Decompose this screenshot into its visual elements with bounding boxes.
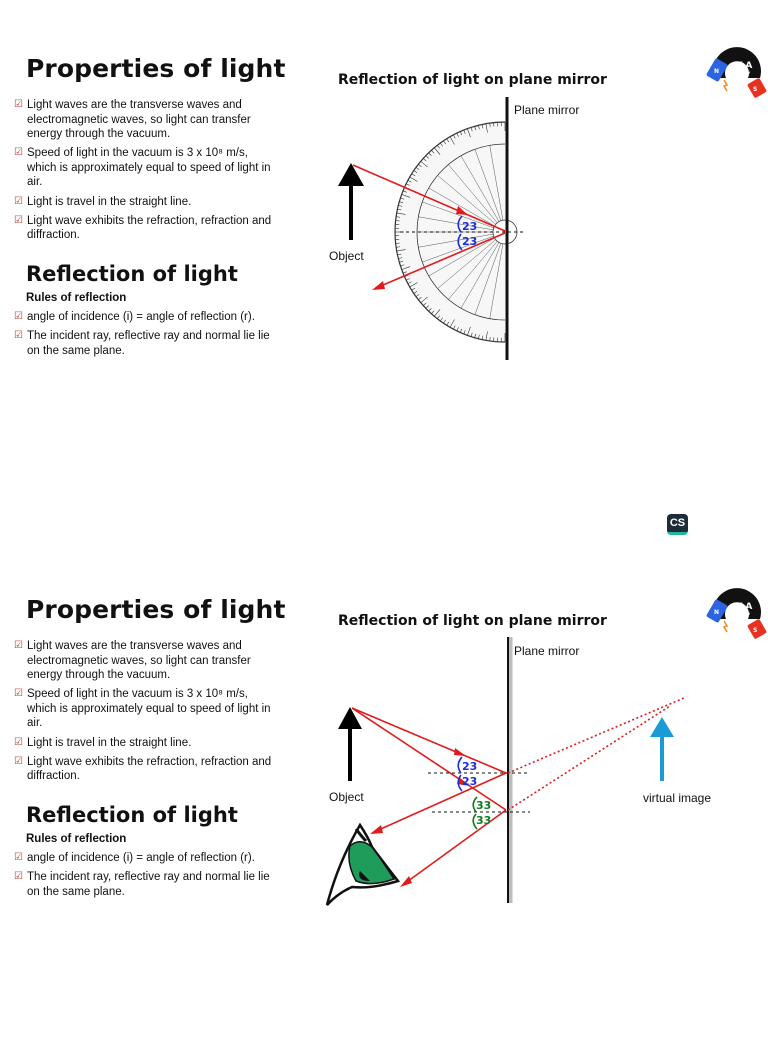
list-item: ☑Light wave exhibits the refraction, ref… bbox=[14, 755, 276, 784]
svg-text:S: S bbox=[753, 627, 757, 634]
checkbox-bullet-icon: ☑ bbox=[14, 755, 23, 770]
page-title: Properties of light bbox=[26, 595, 286, 624]
checkbox-bullet-icon: ☑ bbox=[14, 870, 23, 885]
checkbox-bullet-icon: ☑ bbox=[14, 639, 23, 654]
angle-reflection-label: 23 bbox=[462, 235, 477, 248]
list-item: ☑Light is travel in the straight line. bbox=[14, 195, 276, 210]
angle-incidence-label: 23 bbox=[462, 220, 477, 233]
ray-arrowhead bbox=[370, 825, 383, 834]
reflection-diagram: 23 23 33 33 bbox=[300, 631, 710, 911]
svg-text:PLA: PLA bbox=[733, 602, 752, 612]
magnet-logo-icon: PLA ACADEMY N S bbox=[706, 579, 768, 641]
ray-arrowhead bbox=[400, 876, 412, 887]
incident-ray-1 bbox=[352, 708, 506, 773]
page-title: Properties of light bbox=[26, 54, 286, 83]
ray-arrowhead bbox=[372, 281, 385, 290]
list-item: ☑Speed of light in the vacuum is 3 x 10⁸… bbox=[14, 687, 276, 731]
rules-list: ☑angle of incidence (i) = angle of refle… bbox=[14, 851, 276, 904]
reflection-diagram: 23 23 bbox=[300, 90, 560, 365]
list-item: ☑Speed of light in the vacuum is 3 x 10⁸… bbox=[14, 146, 276, 190]
section-title: Reflection of light bbox=[26, 262, 238, 286]
magnet-logo-icon: PLA ACADEMY N S bbox=[706, 38, 768, 100]
checkbox-bullet-icon: ☑ bbox=[14, 329, 23, 344]
list-item: ☑Light is travel in the straight line. bbox=[14, 736, 276, 751]
properties-list: ☑Light waves are the transverse waves an… bbox=[14, 98, 276, 247]
rules-label: Rules of reflection bbox=[26, 292, 126, 304]
properties-list: ☑Light waves are the transverse waves an… bbox=[14, 639, 276, 788]
incident-ray-2 bbox=[352, 708, 506, 810]
slide-2: Properties of light ☑Light waves are the… bbox=[0, 541, 768, 1053]
svg-text:S: S bbox=[753, 86, 757, 93]
checkbox-bullet-icon: ☑ bbox=[14, 195, 23, 210]
virtual-image-arrow-head bbox=[650, 717, 674, 737]
diagram-title: Reflection of light on plane mirror bbox=[338, 613, 607, 629]
ray-arrowhead bbox=[454, 748, 466, 756]
checkbox-bullet-icon: ☑ bbox=[14, 214, 23, 229]
list-item: ☑angle of incidence (i) = angle of refle… bbox=[14, 310, 276, 325]
rules-label: Rules of reflection bbox=[26, 833, 126, 845]
list-item: ☑The incident ray, reflective ray and no… bbox=[14, 870, 276, 899]
list-item: ☑angle of incidence (i) = angle of refle… bbox=[14, 851, 276, 866]
svg-text:ACADEMY: ACADEMY bbox=[731, 71, 751, 75]
angle-label: 23 bbox=[462, 760, 477, 773]
section-title: Reflection of light bbox=[26, 803, 238, 827]
svg-text:N: N bbox=[714, 609, 719, 616]
angle-label: 33 bbox=[476, 814, 491, 827]
svg-text:PLA: PLA bbox=[733, 61, 752, 71]
svg-text:N: N bbox=[714, 68, 719, 75]
checkbox-bullet-icon: ☑ bbox=[14, 851, 23, 866]
checkbox-bullet-icon: ☑ bbox=[14, 310, 23, 325]
list-item: ☑Light wave exhibits the refraction, ref… bbox=[14, 214, 276, 243]
list-item: ☑Light waves are the transverse waves an… bbox=[14, 639, 276, 683]
object-arrow-head bbox=[338, 163, 364, 186]
checkbox-bullet-icon: ☑ bbox=[14, 687, 23, 702]
list-item: ☑Light waves are the transverse waves an… bbox=[14, 98, 276, 142]
angle-label: 33 bbox=[476, 799, 491, 812]
slide-1: Properties of light ☑Light waves are the… bbox=[0, 0, 768, 512]
checkbox-bullet-icon: ☑ bbox=[14, 736, 23, 751]
checkbox-bullet-icon: ☑ bbox=[14, 146, 23, 161]
list-item: ☑The incident ray, reflective ray and no… bbox=[14, 329, 276, 358]
cs-badge: CS bbox=[667, 514, 688, 535]
angle-label: 23 bbox=[462, 775, 477, 788]
eye-icon bbox=[327, 825, 398, 905]
diagram-title: Reflection of light on plane mirror bbox=[338, 72, 607, 88]
svg-text:ACADEMY: ACADEMY bbox=[731, 612, 751, 616]
rules-list: ☑angle of incidence (i) = angle of refle… bbox=[14, 310, 276, 363]
virtual-ray-2 bbox=[508, 706, 670, 810]
checkbox-bullet-icon: ☑ bbox=[14, 98, 23, 113]
